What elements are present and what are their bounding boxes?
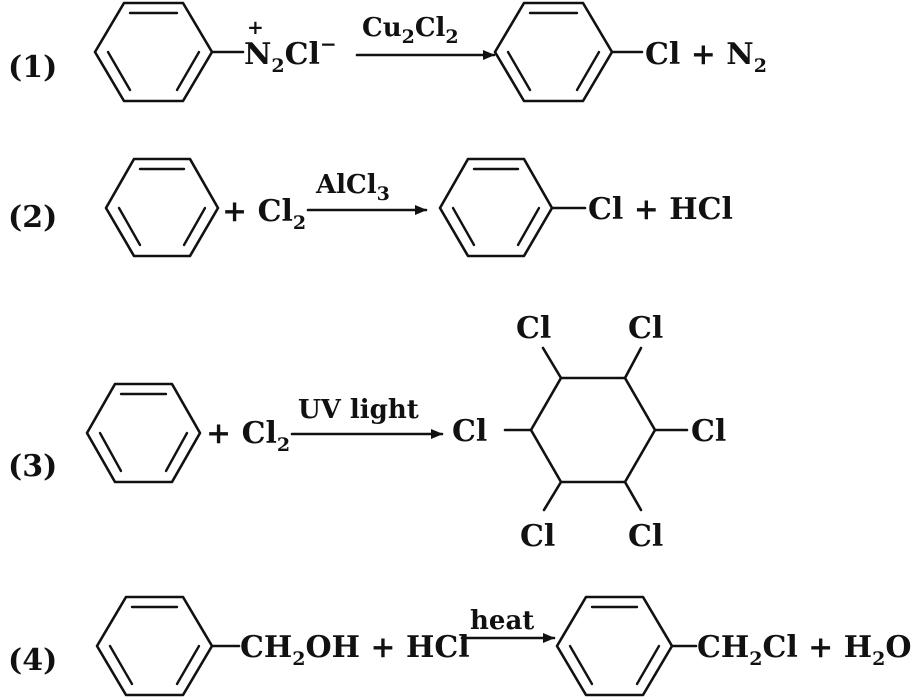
reaction-4-label: (4): [8, 643, 57, 678]
reaction-2-condition: AlCl3: [315, 170, 390, 205]
benzene-ring-icon: [104, 157, 220, 258]
reaction-3-reagent: + Cl2: [206, 416, 290, 456]
chlorine-substituent: Cl: [691, 414, 726, 449]
reaction-1-product: Cl + N2: [645, 37, 767, 77]
benzene-ring-icon: [95, 595, 214, 697]
reaction-2-reagent: + Cl2: [222, 194, 306, 234]
benzene-ring-icon: [555, 595, 674, 697]
reaction-1-label: (1): [8, 50, 57, 85]
reaction-4-condition: heat: [470, 606, 534, 636]
bond-line: [541, 346, 563, 380]
reaction-3-condition: UV light: [298, 395, 419, 425]
reaction-3-label: (3): [8, 449, 57, 484]
chlorine-substituent: Cl: [628, 311, 663, 346]
benzene-ring-icon: [493, 1, 614, 103]
diazonium-charge: +: [247, 15, 264, 39]
reaction-3: (3) + Cl2 UV light Cl Cl Cl Cl Cl Cl: [8, 311, 726, 554]
reaction-4-reactant: CH2OH + HCl: [240, 630, 470, 670]
chlorine-substituent: Cl: [452, 414, 487, 449]
chlorine-substituent: Cl: [516, 311, 551, 346]
reaction-2-label: (2): [8, 200, 57, 235]
chlorine-substituent: Cl: [628, 519, 663, 554]
benzene-ring-icon: [93, 1, 214, 103]
bond-line: [623, 480, 643, 512]
reaction-2-product: Cl + HCl: [588, 192, 733, 227]
chlorine-substituent: Cl: [520, 519, 555, 554]
bond-line: [542, 480, 563, 512]
benzene-ring-icon: [85, 382, 202, 484]
cyclohexane-ring-icon: [529, 376, 657, 484]
reaction-4-product: CH2Cl + H2O: [697, 630, 911, 670]
diazonium-group: N2Cl−: [244, 32, 337, 77]
reaction-4: (4) CH2OH + HCl heat CH2Cl + H2O: [8, 595, 911, 697]
bond-line: [623, 346, 643, 380]
reaction-2: (2) + Cl2 AlCl3 Cl + HCl: [8, 157, 733, 258]
reaction-1: (1) + N2Cl− Cu2Cl2 Cl + N2: [8, 1, 767, 103]
benzene-ring-icon: [438, 157, 554, 258]
reaction-1-condition: Cu2Cl2: [362, 13, 459, 48]
